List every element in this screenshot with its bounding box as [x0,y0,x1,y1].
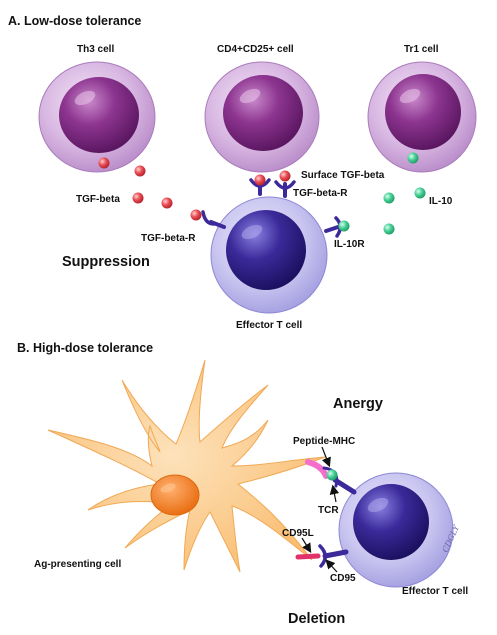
tr1-cell [367,61,477,173]
il10-bead [383,223,395,235]
deletion-label: Deletion [288,611,345,627]
tgf-beta-bead [132,192,144,204]
il10-bead [338,220,350,232]
antigen-peptide-bead [326,469,338,481]
tgf-beta-r-lower-label: TGF-beta-R [141,233,196,244]
section-b-title: B. High-dose tolerance [17,341,153,355]
th3-cell [38,61,156,173]
tr1-cell-label: Tr1 cell [404,44,439,55]
peptide-mhc [305,459,329,479]
tgf-beta-bead [134,165,146,177]
cd95l [295,553,321,560]
il10-bead [383,192,395,204]
effector-t-cell-a [210,196,328,314]
tgf-beta-receptor-left [201,210,226,229]
peptide-mhc-label: Peptide-MHC [293,436,355,447]
cd95-label: CD95 [330,573,356,584]
tcr-label: TCR [318,505,339,516]
tgf-beta-bead [161,197,173,209]
tgf-beta-receptor-top-right [274,180,296,198]
tgf-beta-label: TGF-beta [76,194,120,205]
anergy-label: Anergy [333,396,383,412]
arrow-peptide-mhc [321,446,331,468]
effector-t-cell-b-label: Effector T cell [402,586,468,597]
il10-bead [414,187,426,199]
treg-cell-label: CD4+CD25+ cell [217,44,294,55]
arrow-cd95 [325,559,338,573]
effector-t-cell-a-label: Effector T cell [236,320,302,331]
surface-tgf-beta-label: Surface TGF-beta [301,170,385,181]
tgf-beta-r-upper-label: TGF-beta-R [293,188,348,199]
il10-receptor [324,216,342,238]
surface-tgf-beta-bead [279,170,291,182]
section-a-title: A. Low-dose tolerance [8,14,141,28]
treg-cell [204,61,320,173]
il10-bead [407,152,419,164]
cd95 [318,544,349,568]
surface-tgf-beta-bead [254,174,266,186]
il10-label: IL-10 [429,196,453,207]
arrow-tcr [329,484,340,503]
tgf-beta-bead [190,209,202,221]
effector-t-cell-b [338,472,454,588]
apc-label: Ag-presenting cell [34,559,121,570]
tgf-beta-bead [98,157,110,169]
arrow-cd95l [301,537,312,554]
cd95l-label: CD95L [282,528,314,539]
suppression-label: Suppression [62,254,150,270]
antigen-presenting-cell [47,359,326,573]
il10r-label: IL-10R [334,239,365,250]
th3-cell-label: Th3 cell [77,44,114,55]
